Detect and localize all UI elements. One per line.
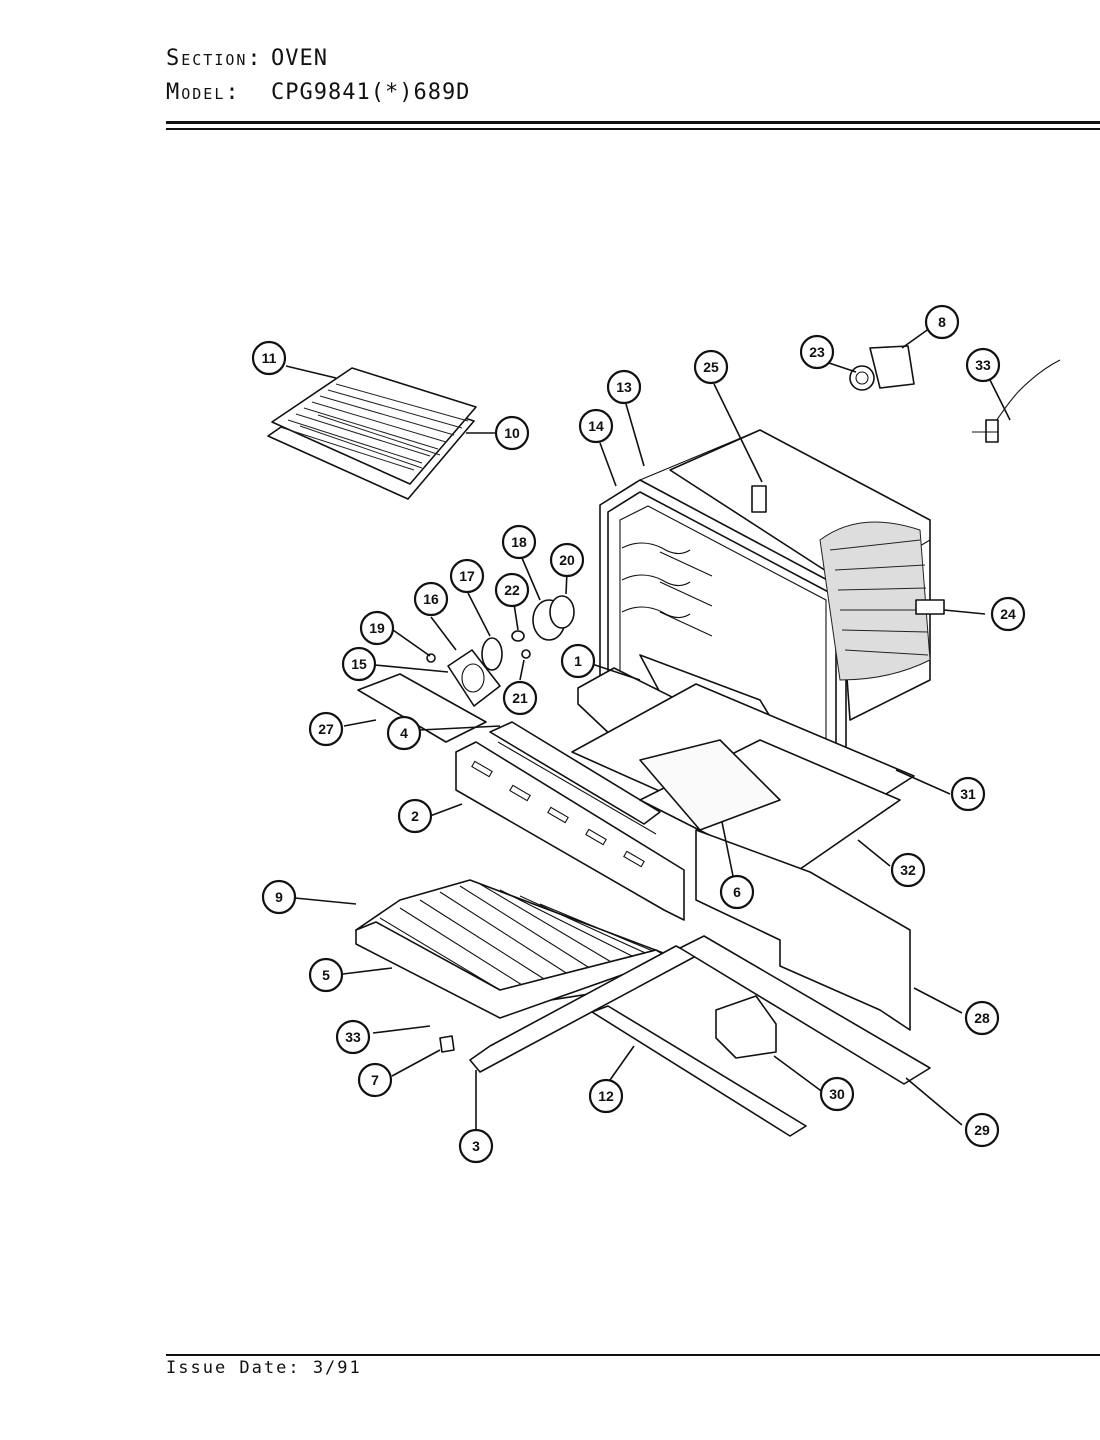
- svg-text:20: 20: [559, 552, 575, 568]
- callout-16: 16: [413, 581, 449, 617]
- callout-27: 27: [308, 711, 344, 747]
- svg-text:7: 7: [371, 1072, 379, 1088]
- svg-text:22: 22: [504, 582, 520, 598]
- callout-18: 18: [501, 524, 537, 560]
- svg-text:31: 31: [960, 786, 976, 802]
- svg-text:14: 14: [588, 418, 604, 434]
- callout-17: 17: [449, 558, 485, 594]
- svg-text:16: 16: [423, 591, 439, 607]
- svg-text:10: 10: [504, 425, 520, 441]
- svg-text:28: 28: [974, 1010, 990, 1026]
- svg-text:21: 21: [512, 690, 528, 706]
- callout-7: 7: [357, 1062, 393, 1098]
- callout-22: 22: [494, 572, 530, 608]
- callout-1: 1: [560, 643, 596, 679]
- svg-text:15: 15: [351, 656, 367, 672]
- issue-date: Issue Date: 3/91: [166, 1358, 362, 1378]
- callout-5: 5: [308, 957, 344, 993]
- header-rule-bottom: [166, 128, 1100, 130]
- lower-panels: [357, 673, 685, 921]
- callout-33-bottom: 33: [335, 1019, 371, 1055]
- svg-text:33: 33: [345, 1029, 361, 1045]
- callout-20: 20: [549, 542, 585, 578]
- callout-10: 10: [494, 415, 530, 451]
- svg-text:23: 23: [809, 344, 825, 360]
- svg-text:25: 25: [703, 359, 719, 375]
- callout-32: 32: [890, 852, 926, 888]
- svg-text:8: 8: [938, 314, 946, 330]
- svg-text:1: 1: [574, 653, 582, 669]
- callout-8: 8: [924, 304, 960, 340]
- oven-rack: [355, 879, 697, 1073]
- oven-bottom-panels: [571, 667, 915, 877]
- svg-text:4: 4: [400, 725, 408, 741]
- callout-2: 2: [397, 798, 433, 834]
- section-value: OVEN: [271, 46, 328, 71]
- callout-6: 6: [719, 874, 755, 910]
- svg-text:18: 18: [511, 534, 527, 550]
- callout-11: 11: [251, 340, 287, 376]
- svg-text:29: 29: [974, 1122, 990, 1138]
- callout-14: 14: [578, 408, 614, 444]
- leader-lines: [285, 327, 1011, 1130]
- svg-text:11: 11: [262, 350, 277, 366]
- callout-4: 4: [386, 715, 422, 751]
- callout-15: 15: [341, 646, 377, 682]
- footer-rule: [166, 1354, 1100, 1356]
- svg-text:5: 5: [322, 967, 330, 983]
- svg-text:12: 12: [598, 1088, 614, 1104]
- header-rule-top: [166, 121, 1100, 124]
- svg-text:9: 9: [275, 889, 283, 905]
- callout-12: 12: [588, 1078, 624, 1114]
- callout-3: 3: [458, 1128, 494, 1164]
- callout-33-top: 33: [965, 347, 1001, 383]
- svg-text:2: 2: [411, 808, 419, 824]
- svg-text:17: 17: [459, 568, 475, 584]
- svg-text:32: 32: [900, 862, 916, 878]
- model-label: Model:: [166, 80, 241, 105]
- section-line: Section: OVEN: [166, 46, 328, 71]
- svg-text:3: 3: [472, 1138, 480, 1154]
- callout-29: 29: [964, 1112, 1000, 1148]
- burner-parts: [426, 595, 575, 707]
- svg-text:33: 33: [975, 357, 991, 373]
- callout-9: 9: [261, 879, 297, 915]
- svg-text:27: 27: [318, 721, 334, 737]
- callout-28: 28: [964, 1000, 1000, 1036]
- model-value: CPG9841(*)689D: [271, 80, 471, 105]
- callout-30: 30: [819, 1076, 855, 1112]
- svg-text:30: 30: [829, 1086, 845, 1102]
- svg-text:6: 6: [733, 884, 741, 900]
- broiler-pan-assembly: [267, 367, 477, 500]
- callout-24: 24: [990, 596, 1026, 632]
- igniter-parts: [849, 345, 1061, 443]
- callout-21: 21: [502, 680, 538, 716]
- model-line: Model: CPG9841(*)689D: [166, 80, 470, 105]
- section-label: Section:: [166, 46, 263, 71]
- svg-text:19: 19: [369, 620, 385, 636]
- svg-text:24: 24: [1000, 606, 1016, 622]
- callout-19: 19: [359, 610, 395, 646]
- callout-13: 13: [606, 369, 642, 405]
- svg-text:13: 13: [616, 379, 632, 395]
- callout-31: 31: [950, 776, 986, 812]
- side-panels: [439, 829, 931, 1137]
- callout-23: 23: [799, 334, 835, 370]
- callout-25: 25: [693, 349, 729, 385]
